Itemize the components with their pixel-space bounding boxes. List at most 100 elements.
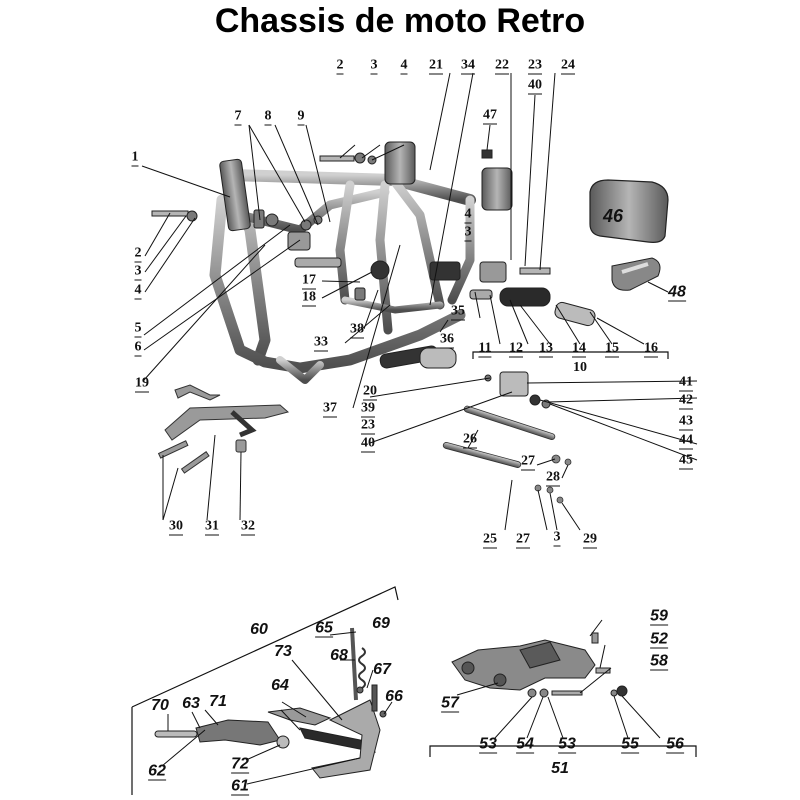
callout-73: 73 (274, 643, 292, 660)
callout-4-top: 4 (400, 57, 408, 75)
plate-48 (611, 257, 661, 291)
callout-26: 26 (463, 431, 477, 449)
seat-mount-right (481, 167, 513, 211)
group-60-bracket (131, 586, 399, 795)
callout-2-left: 2 (134, 245, 142, 263)
callout-66: 66 (385, 688, 403, 705)
callout-3-bottom: 3 (553, 529, 561, 547)
callout-33: 33 (314, 334, 328, 352)
callout-3-mid: 3 (464, 224, 472, 242)
callout-38: 38 (350, 321, 364, 339)
rod-26 (463, 405, 556, 440)
callout-53-right: 53 (558, 735, 576, 754)
callout-15: 15 (605, 340, 619, 358)
callout-60: 60 (250, 621, 268, 638)
swing-arm-assembly (451, 632, 628, 698)
callout-27-bottom: 27 (516, 531, 530, 549)
group-51-bracket (429, 745, 697, 757)
callout-64: 64 (271, 677, 289, 694)
callout-51: 51 (551, 760, 569, 777)
callout-70: 70 (151, 697, 169, 714)
callout-25: 25 (483, 531, 497, 549)
callout-3-left: 3 (134, 263, 142, 281)
callout-2-top: 2 (336, 57, 344, 75)
callout-22: 22 (495, 57, 509, 75)
callout-19: 19 (135, 375, 149, 393)
callout-58: 58 (650, 652, 668, 671)
callout-9: 9 (297, 108, 305, 126)
callout-40-top: 40 (528, 77, 542, 95)
callout-63: 63 (182, 695, 200, 712)
callout-3-top: 3 (370, 57, 378, 75)
callout-35: 35 (451, 303, 465, 321)
group-10-bracket (472, 351, 669, 359)
stand-assembly (157, 384, 290, 474)
callout-34: 34 (461, 57, 475, 75)
callout-46: 46 (602, 206, 624, 226)
callout-62: 62 (148, 762, 166, 781)
callout-7: 7 (234, 108, 242, 126)
hardware (151, 149, 596, 409)
callout-37: 37 (323, 400, 337, 418)
callout-1: 1 (131, 149, 139, 167)
callout-29: 29 (583, 531, 597, 549)
callout-42: 42 (679, 392, 693, 410)
callout-20: 20 (363, 383, 377, 401)
page-title: Chassis de moto Retro (214, 2, 586, 40)
callout-44: 44 (679, 432, 693, 450)
rod-hardware (534, 454, 572, 504)
callout-23-top: 23 (528, 57, 542, 75)
callout-39: 39 (361, 400, 375, 418)
callout-18: 18 (302, 289, 316, 307)
callout-31: 31 (205, 518, 219, 536)
callout-10: 10 (573, 360, 587, 375)
callout-53-left: 53 (479, 735, 497, 754)
callout-32: 32 (241, 518, 255, 536)
pedal-assembly (154, 627, 387, 779)
frame (209, 169, 476, 384)
callout-5: 5 (134, 320, 142, 338)
callout-11: 11 (478, 340, 492, 358)
callout-6: 6 (134, 339, 142, 357)
callout-36: 36 (440, 331, 454, 349)
callout-27-top: 27 (521, 453, 535, 471)
callout-52: 52 (650, 630, 668, 649)
callout-59: 59 (650, 607, 668, 626)
callout-48: 48 (668, 283, 686, 302)
callout-56: 56 (666, 735, 684, 754)
callout-30: 30 (169, 518, 183, 536)
callout-69: 69 (372, 615, 390, 632)
callout-8: 8 (264, 108, 272, 126)
rod-25 (442, 442, 522, 468)
callout-24: 24 (561, 57, 575, 75)
callout-12: 12 (509, 340, 523, 358)
seat-mount-left (384, 141, 416, 185)
callout-57: 57 (441, 694, 459, 713)
callout-47: 47 (483, 107, 497, 125)
leader-lines (141, 72, 698, 785)
callout-41: 41 (679, 374, 693, 392)
callout-16: 16 (644, 340, 658, 358)
callout-45: 45 (679, 452, 693, 470)
callout-21: 21 (429, 57, 443, 75)
callout-43: 43 (679, 413, 693, 431)
callout-71: 71 (209, 693, 227, 710)
plate-48-slot (621, 262, 649, 274)
callout-72: 72 (231, 755, 249, 774)
cover-46 (589, 179, 669, 243)
callout-13: 13 (539, 340, 553, 358)
callout-54: 54 (516, 735, 534, 754)
callout-4-left: 4 (134, 282, 142, 300)
callout-4-mid: 4 (464, 206, 472, 224)
callout-23-mid: 23 (361, 417, 375, 435)
callout-17: 17 (302, 272, 316, 290)
callout-65: 65 (315, 619, 333, 638)
callout-14: 14 (572, 340, 586, 358)
callout-68: 68 (330, 647, 348, 664)
callout-67: 67 (373, 661, 391, 678)
steering-head (219, 158, 251, 232)
callout-28: 28 (546, 469, 560, 487)
callout-40-mid: 40 (361, 435, 375, 453)
